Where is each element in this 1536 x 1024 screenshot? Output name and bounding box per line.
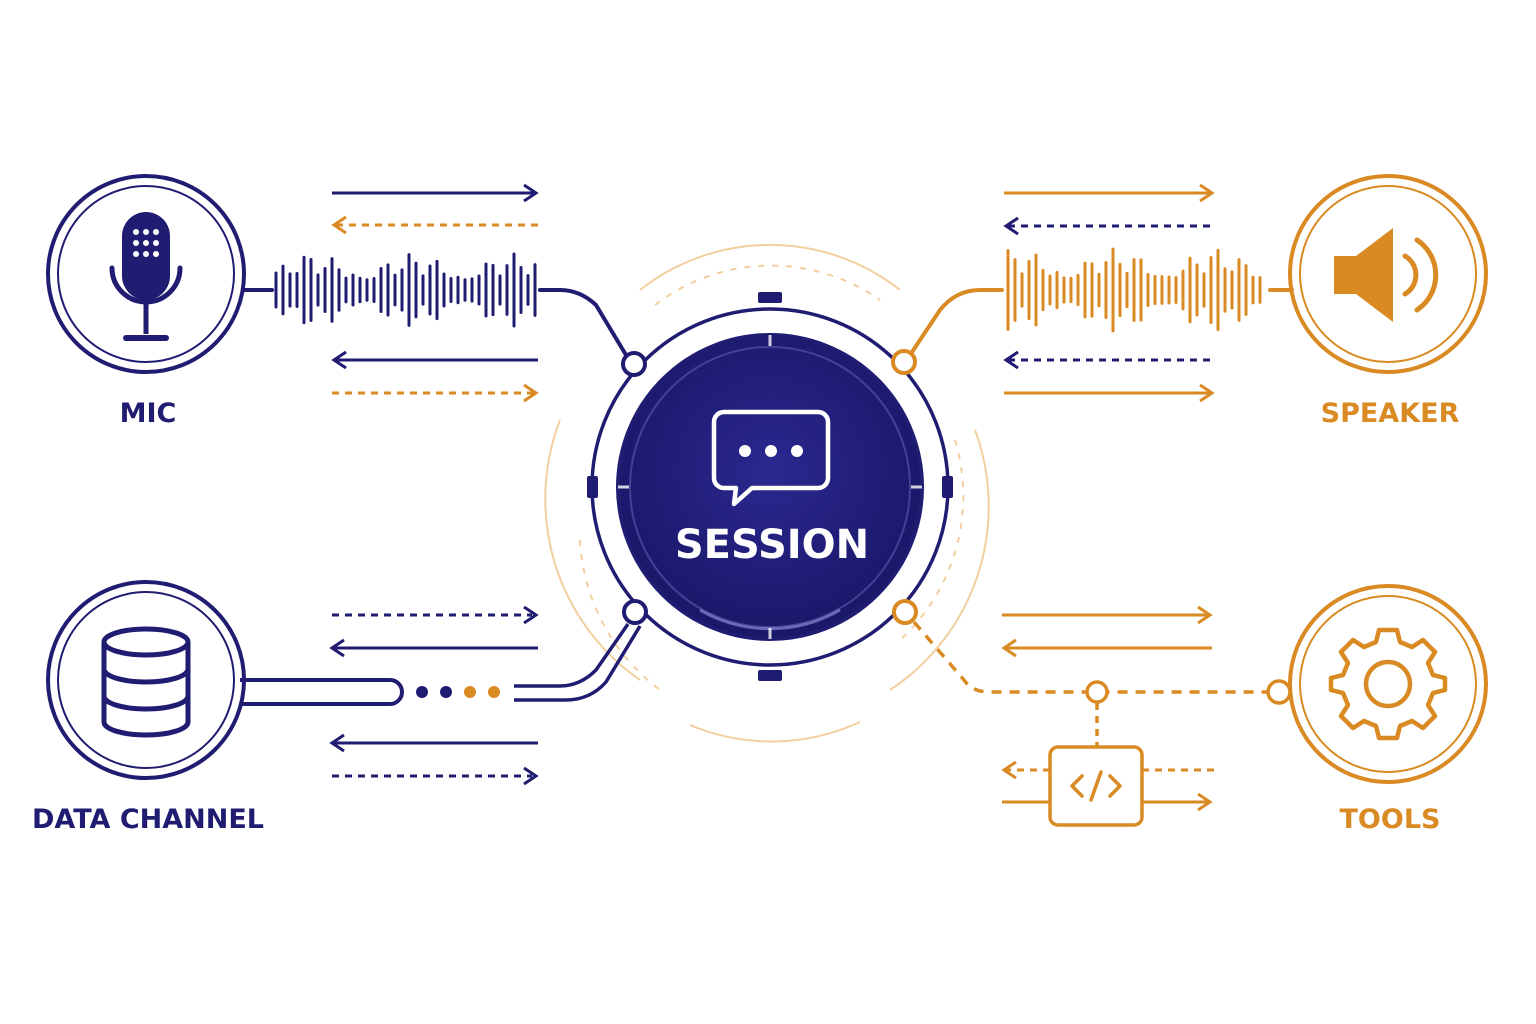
mic-waveform [274,252,537,328]
tools-label: TOOLS [1340,804,1441,835]
tools-connector-dot [892,599,918,625]
speaker-arrows [1003,183,1215,403]
session-label: SESSION [675,522,869,568]
chat-bubble-icon [711,409,831,507]
data-channel-connector [240,623,642,706]
node-mic: MIC [46,174,246,429]
code-icon [1070,770,1122,802]
gear-icon [1328,627,1448,741]
session-inner-ring [629,346,911,628]
tools-arrows [1001,605,1214,812]
mic-arrows [331,183,539,403]
session-ring-tabs [587,292,953,681]
data-channel-arrows [329,605,539,786]
ring-connectors [621,349,918,625]
mic-connector-dot [621,351,647,377]
node-tools: TOOLS [1288,584,1488,835]
session-hub: SESSION [544,243,990,743]
database-icon [101,626,191,738]
mic-connector [242,252,628,357]
data-connector-dot [622,599,648,625]
speaker-connector [910,247,1294,354]
microphone-icon [109,212,183,341]
tools-connector [912,620,1292,746]
node-speaker: SPEAKER [1288,174,1488,429]
speaker-waveform [1006,247,1262,333]
data-channel-label: DATA CHANNEL [32,804,264,835]
node-data-channel: DATA CHANNEL [32,580,264,835]
speaker-icon [1334,228,1439,322]
mic-label: MIC [120,398,177,429]
speaker-label: SPEAKER [1321,398,1460,429]
speaker-connector-dot [891,349,917,375]
code-box [1048,745,1144,827]
